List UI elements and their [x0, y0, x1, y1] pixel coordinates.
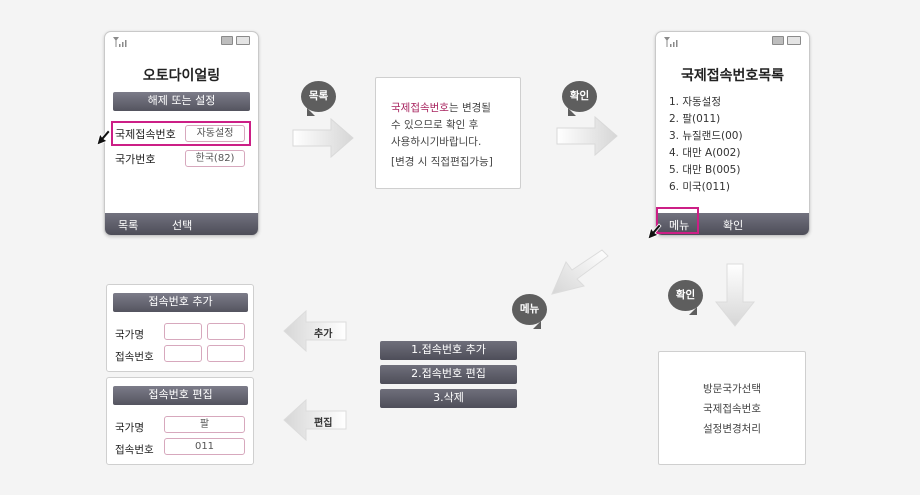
arrow-label-edit: 편집 — [314, 418, 333, 429]
list-item[interactable]: 5. 대만 B(005) — [669, 164, 741, 176]
access-code-input-2[interactable] — [207, 345, 245, 362]
setting-bar[interactable]: 해제 또는 설정 — [113, 92, 250, 111]
menu-item-delete[interactable]: 3.삭제 — [380, 389, 517, 408]
battery-icon — [787, 36, 801, 45]
phone-screen-autodial: 오토다이얼링 해제 또는 설정 국제접속번호 자동설정 국가번호 한국(82) … — [104, 31, 259, 236]
softkey-select[interactable]: 선택 — [172, 219, 193, 232]
edit-code-panel: 접속번호 편집 국가명 팔 접속번호 011 — [106, 377, 254, 465]
info-note-box: 국제접속번호는 변경될 수 있으므로 확인 후 사용하시기바랍니다. [변경 시… — [375, 77, 521, 189]
international-code-row-highlight[interactable] — [111, 121, 251, 146]
edit-panel-title: 접속번호 편집 — [113, 386, 248, 405]
code-list: 1. 자동설정 2. 팔(011) 3. 뉴질랜드(00) 4. 대만 A(00… — [669, 94, 743, 196]
menu-item-edit-code[interactable]: 2.접속번호 편집 — [380, 365, 517, 384]
screen-title: 오토다이얼링 — [142, 68, 221, 84]
cursor-arrow-icon — [647, 223, 662, 240]
country-name-input-2[interactable] — [207, 323, 245, 340]
result-line-1: 방문국가선택 — [703, 383, 761, 395]
status-bar — [105, 32, 258, 50]
arrow-down-icon — [714, 263, 756, 327]
bubble-confirm-top: 확인 — [562, 81, 597, 116]
message-icon — [221, 36, 233, 45]
access-code-label: 접속번호 — [115, 351, 154, 363]
country-name-label: 국가명 — [115, 422, 144, 434]
arrow-right-icon — [292, 117, 354, 159]
access-code-label: 접속번호 — [115, 444, 154, 456]
result-line-2: 국제접속번호 — [703, 403, 761, 415]
access-code-input-1[interactable] — [164, 345, 202, 362]
note-line-3: 사용하시기바랍니다. — [391, 136, 482, 148]
cursor-arrow-icon — [96, 129, 111, 146]
softkey-bar: 메뉴 확인 — [656, 213, 809, 235]
signal-icon — [664, 37, 678, 47]
result-line-3: 설정변경처리 — [703, 423, 761, 435]
arrow-label-add: 추가 — [314, 329, 333, 340]
add-panel-title: 접속번호 추가 — [113, 293, 248, 312]
add-code-panel: 접속번호 추가 국가명 접속번호 — [106, 284, 254, 372]
message-icon — [772, 36, 784, 45]
screen-title: 국제접속번호목록 — [680, 68, 785, 84]
list-item[interactable]: 4. 대만 A(002) — [669, 147, 741, 159]
list-item[interactable]: 3. 뉴질랜드(00) — [669, 130, 743, 142]
list-item[interactable]: 6. 미국(011) — [669, 181, 730, 193]
country-name-label: 국가명 — [115, 329, 144, 341]
country-name-input-1[interactable] — [164, 323, 202, 340]
arrow-right-icon — [556, 115, 618, 157]
status-bar — [656, 32, 809, 50]
softkey-menu[interactable]: 메뉴 — [669, 219, 690, 232]
note-line-4: [변경 시 직접편집가능] — [391, 156, 493, 168]
bubble-list: 목록 — [301, 81, 336, 116]
menu-item-add-code[interactable]: 1.접속번호 추가 — [380, 341, 517, 360]
phone-screen-code-list: 국제접속번호목록 1. 자동설정 2. 팔(011) 3. 뉴질랜드(00) 4… — [655, 31, 810, 236]
note-accent: 국제접속번호 — [391, 102, 449, 114]
list-item[interactable]: 2. 팔(011) — [669, 113, 721, 125]
signal-icon — [113, 37, 127, 47]
country-code-label: 국가번호 — [115, 153, 156, 166]
menu-softkey-highlight[interactable] — [656, 207, 699, 234]
bubble-menu: 메뉴 — [512, 294, 547, 329]
arrow-diagonal-icon — [551, 249, 609, 295]
note-line-2: 수 있으므로 확인 후 — [391, 119, 479, 131]
softkey-bar: 목록 선택 — [105, 213, 258, 235]
note-line-1: 국제접속번호는 변경될 — [391, 102, 491, 114]
international-code-label: 국제접속번호 — [115, 128, 176, 141]
access-code-input[interactable]: 011 — [164, 438, 245, 455]
arrow-left-icon — [283, 309, 347, 353]
battery-icon — [236, 36, 250, 45]
country-name-input[interactable]: 팔 — [164, 416, 245, 433]
country-code-value[interactable]: 한국(82) — [185, 150, 245, 167]
international-code-value[interactable]: 자동설정 — [185, 125, 245, 142]
list-item[interactable]: 1. 자동설정 — [669, 96, 721, 108]
bubble-confirm-right: 확인 — [668, 280, 703, 315]
softkey-confirm[interactable]: 확인 — [723, 219, 744, 232]
result-box: 방문국가선택 국제접속번호 설정변경처리 — [658, 351, 806, 465]
softkey-list[interactable]: 목록 — [118, 219, 139, 232]
arrow-left-icon — [283, 398, 347, 442]
